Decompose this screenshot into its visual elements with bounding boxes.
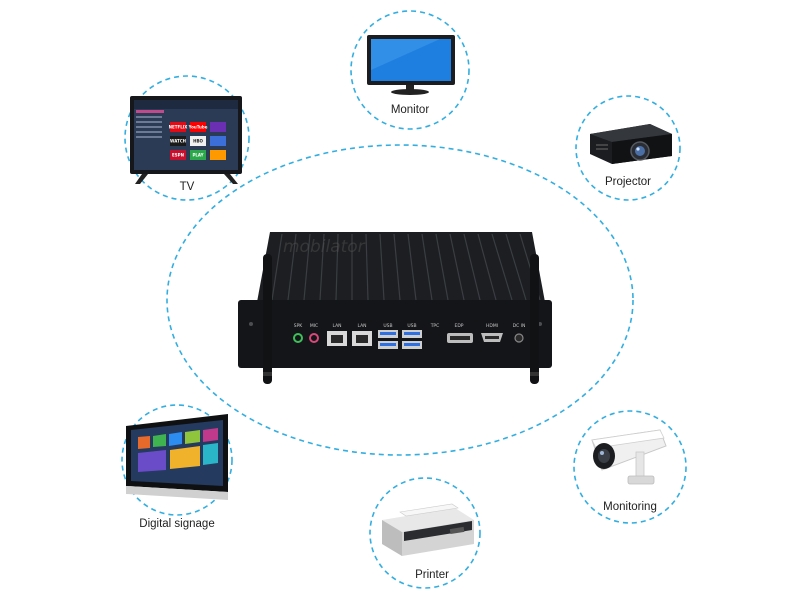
port-label-lan-2: LAN: [357, 323, 366, 329]
tv-tile-espn: ESPN: [172, 153, 184, 158]
wifi-antenna-right: [530, 254, 539, 384]
port-label-spk: SPK: [294, 323, 304, 329]
tv-tile-play: PLAY: [192, 153, 203, 158]
connection-ellipse: [166, 144, 634, 456]
tv-tile-youtube: YouTube: [188, 125, 208, 130]
monitor-circle: [350, 10, 470, 130]
port-label-mic: MIC: [310, 323, 318, 329]
watermark: mobilator: [283, 237, 366, 257]
port-label-usb-2: USB: [407, 323, 416, 329]
device-projector: Projector: [575, 95, 681, 201]
mini-pc: mobilator SPK MIC LAN LAN USB USB TPC ED…: [238, 232, 552, 384]
device-digital-signage: Digital signage: [121, 404, 233, 530]
security-camera-icon: [591, 429, 667, 485]
printer-label: Printer: [415, 569, 449, 581]
audio-out-port: [293, 333, 303, 343]
printer-icon: [382, 503, 474, 556]
port-label-hdmi: HDMI: [486, 323, 498, 329]
digital-signage-label: Digital signage: [139, 518, 214, 530]
monitoring-label: Monitoring: [603, 501, 657, 513]
port-label-usb-1: USB: [383, 323, 392, 329]
port-label-tpc: TPC: [430, 323, 440, 329]
printer-circle: [369, 477, 481, 589]
wifi-antenna-left: [263, 254, 272, 384]
dc-in-port: [514, 333, 524, 343]
port-label-lan-1: LAN: [332, 323, 341, 329]
monitoring-circle: [573, 410, 687, 524]
device-monitoring: Monitoring: [573, 410, 687, 524]
projector-icon: [590, 124, 672, 164]
digital-signage-circle: [121, 404, 233, 516]
tv-tile-netflix: NETFLIX: [169, 125, 188, 130]
tv-icon: NETFLIX YouTube WATCH HBO ESPN PLAY: [130, 96, 242, 184]
port-label-dc-in: DC IN: [513, 323, 526, 329]
tv-label: TV: [180, 181, 195, 193]
monitor-label: Monitor: [391, 104, 430, 116]
device-printer: Printer: [369, 477, 481, 589]
tv-tile-watch: WATCH: [170, 139, 186, 144]
digital-signage-icon: [126, 414, 228, 500]
device-monitor: Monitor: [350, 10, 470, 130]
monitor-icon: [367, 35, 455, 95]
projector-circle: [575, 95, 681, 201]
port-label-edp: EDP: [454, 323, 463, 329]
projector-label: Projector: [605, 176, 651, 188]
device-tv: NETFLIX YouTube WATCH HBO ESPN PLAY TV: [124, 75, 250, 201]
heatsink-fins: [271, 233, 541, 301]
tv-tile-hbo: HBO: [193, 139, 203, 144]
mic-port: [309, 333, 319, 343]
tv-circle: [124, 75, 250, 201]
